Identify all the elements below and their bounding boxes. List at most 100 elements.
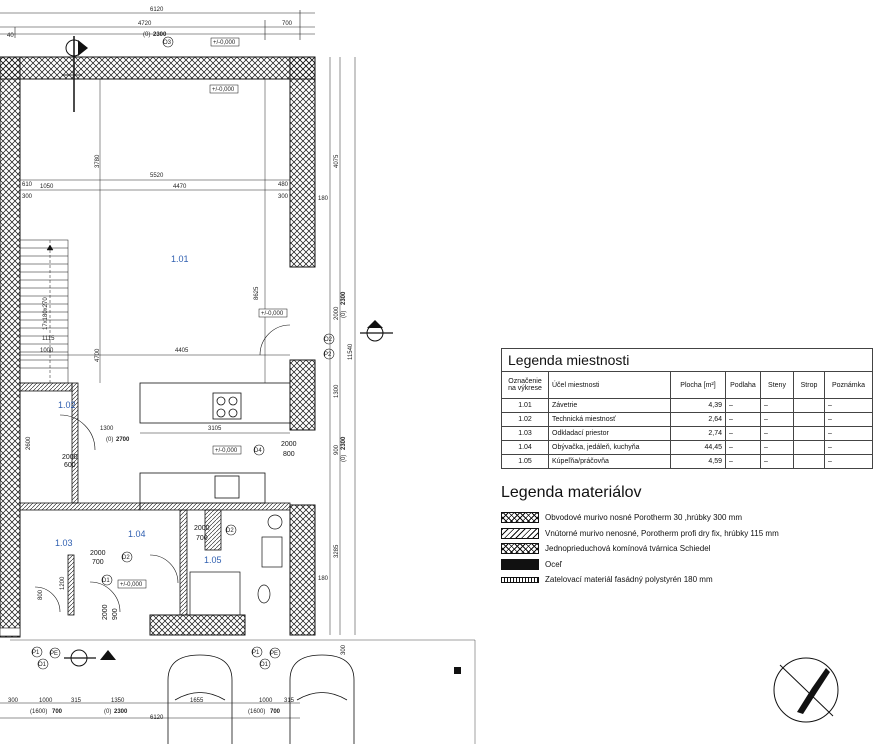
cell-floor: – [725,398,761,413]
door-dim-d4-w: 800 [283,451,295,458]
col-floor: Podlaha [725,371,761,399]
table-row: 1.04 Obývačka, jedáleň, kuchyňa 44,45 – … [501,440,873,455]
dim-top-700: 700 [282,21,293,27]
dim-300-right: 300 [278,194,289,200]
exterior-walls [0,56,316,638]
cell-note: – [824,426,873,441]
section-marker-bottom [64,649,116,667]
dim-bottom-total: 6120 [150,715,164,721]
cell-area: 2,74 [670,426,726,441]
rooms-legend-title: Legenda miestnosti [501,348,873,371]
dim-900-right: 900 [334,444,340,455]
dim-sub-1600-right: (1600) [248,709,265,715]
swatch-exterior-wall [501,512,539,524]
door-dim-d2b-h: 2000 [90,550,106,557]
cell-area: 44,45 [670,440,726,455]
dim-4405: 4405 [175,348,189,354]
dim-bottom-1655: 1655 [190,698,204,704]
dim-610: 610 [22,182,33,188]
dim-sub-2300: 2300 [114,709,128,715]
code-d2-a: D2 [226,528,234,534]
cell-note: – [824,398,873,413]
cell-id: 1.04 [501,440,549,455]
kitchen-island [139,382,291,504]
bottom-dimensions [0,702,300,719]
dim-sub-700-left: 700 [52,709,63,715]
dim-bottom-1350: 1350 [111,698,125,704]
code-p1-right: P1 [252,650,260,656]
cell-id: 1.05 [501,454,549,469]
cell-ceiling [793,426,825,441]
code-pe-left: PE [50,651,58,657]
dim-3105: 3105 [208,426,222,432]
room-label-1-04: 1.01 [171,254,189,264]
col-id: Označenie na výkrese [501,371,549,399]
material-label: Oceľ [545,559,563,569]
cell-walls: – [760,412,794,427]
dim-3285: 3285 [334,544,340,558]
list-item: Vnútorné murivo nenosné, Porotherm profi… [501,526,841,542]
door-dim-d3-w: 600 [64,462,76,469]
marker-square [454,667,461,674]
material-label: Jednoprieduchová komínová tvárnica Schie… [545,544,711,554]
cell-note: – [824,440,873,455]
cell-floor: – [725,440,761,455]
dim-1200: 1200 [60,576,66,590]
window-tag-right-height: 2300 [341,291,347,305]
code-o1-right: O1 [260,662,269,668]
dim-3780: 3780 [95,154,101,168]
room-label-1-05: 1.05 [204,555,222,565]
code-p1-left: P1 [32,650,40,656]
dim-1000: 1000 [40,348,54,354]
cell-id: 1.03 [501,426,549,441]
swatch-insulation [501,576,539,583]
dim-sub-0: (0) [104,709,111,715]
table-row: 1.03 Odkladací priestor 2,74 – – – [501,426,873,441]
interior-walls [19,382,291,616]
cell-walls: – [760,398,794,413]
list-item: Zatelovací materiál fasádný polystyrén 1… [501,572,841,588]
dim-2600: 2600 [26,436,32,450]
swatch-chimney [501,543,539,555]
dim-4075: 4075 [334,154,340,168]
col-ceiling: Strop [793,371,825,399]
cell-name: Závetrie [548,398,671,413]
col-name: Účel miestnosti [548,371,671,399]
swatch-steel [501,558,539,570]
table-row: 1.05 Kúpeľňa/práčovňa 4,59 – – – [501,454,873,469]
window-tag-right-sill-2: (0) [341,455,347,462]
room-label-1-03: 1.02 [58,400,76,410]
dim-4700: 4700 [95,348,101,362]
dim-bottom-1000-left: 1000 [39,698,53,704]
cell-ceiling [793,454,825,469]
window-tag-height: 2300 [153,32,167,38]
col-walls: Steny [760,371,794,399]
cell-walls: – [760,426,794,441]
code-d4: D4 [254,448,262,454]
door-dim-d1-w: 900 [112,608,119,620]
cell-walls: – [760,454,794,469]
swatch-interior-wall [501,527,539,539]
window-tag-sill: (0) [143,32,150,38]
height-mark-5: +/-0,000 [120,582,143,588]
materials-legend: Legenda materiálov Obvodové murivo nosné… [501,484,841,588]
room-label-1-02: 1.03 [55,538,73,548]
col-area: Plocha [m²] [670,371,726,399]
dim-2000-right: 2000 [334,306,340,320]
rooms-table: Označenie na výkrese Účel miestnosti Plo… [501,371,873,469]
list-item: Oceľ [501,557,841,573]
cell-floor: – [725,412,761,427]
dim-top-40: 40 [7,33,14,39]
dim-180-top: 180 [318,196,329,202]
door-dim-d2a-w: 700 [196,535,208,542]
code-o1-left: O1 [38,662,47,668]
code-p2: P2 [324,352,332,358]
height-mark-3: +/-0,000 [261,311,284,317]
door-swings [34,324,291,613]
cell-ceiling [793,398,825,413]
dim-sub-700-right: 700 [270,709,281,715]
rooms-table-header: Označenie na výkrese Účel miestnosti Plo… [501,371,873,399]
dim-bottom-300-right: 300 [341,644,347,655]
code-d2-b: D2 [122,555,130,561]
cell-name: Technická miestnosť [548,412,671,427]
